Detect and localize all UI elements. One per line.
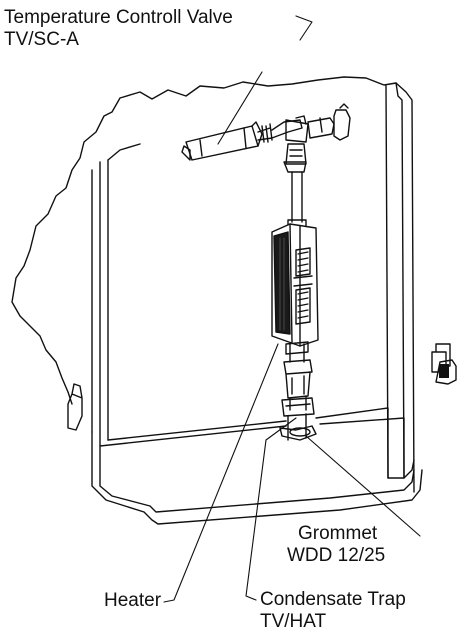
temperature-control-valve xyxy=(181,103,351,173)
grommet-label-line2: WDD 12/25 xyxy=(287,545,386,566)
trap-label-line2: TV/HAT xyxy=(260,611,327,632)
upper-pipe xyxy=(291,171,303,223)
grommet-label-line1: Grommet xyxy=(298,523,378,544)
torn-cutaway-edge xyxy=(11,76,397,405)
left-clip xyxy=(67,383,83,431)
condensate-trap xyxy=(281,359,315,417)
leader-lines xyxy=(163,15,421,603)
enclosure-floor xyxy=(91,407,423,525)
leader-heater xyxy=(163,343,279,603)
trap-label-line1: Condensate Trap xyxy=(260,589,406,610)
grommet xyxy=(279,413,317,441)
leader-trap xyxy=(245,417,297,601)
valve-label-line2: TV/SC-A xyxy=(4,29,79,50)
left-wall xyxy=(91,159,109,447)
leader-grommet xyxy=(305,435,421,537)
right-wall xyxy=(385,82,415,493)
leader-valve xyxy=(217,15,313,145)
heater xyxy=(271,223,319,347)
valve-label-line1: Temperature Controll Valve xyxy=(4,7,233,28)
heater-label: Heater xyxy=(104,590,162,611)
